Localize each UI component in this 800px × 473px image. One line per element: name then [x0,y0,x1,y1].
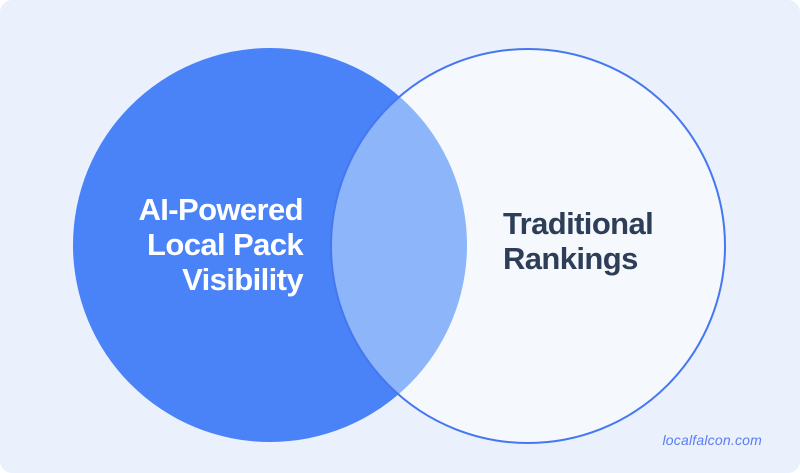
left-label-line-2: Local Pack [147,227,304,262]
right-circle-label: Traditional Rankings [503,206,654,276]
right-label-line-2: Rankings [503,241,638,276]
left-circle-label: AI-Powered Local Pack Visibility [138,192,303,297]
watermark: localfalcon.com [662,432,762,448]
right-circle-outline [330,48,726,444]
left-label-line-3: Visibility [182,262,304,297]
left-label-line-1: AI-Powered [138,192,303,227]
overlap-region [331,49,467,442]
right-label-line-1: Traditional [503,206,654,241]
